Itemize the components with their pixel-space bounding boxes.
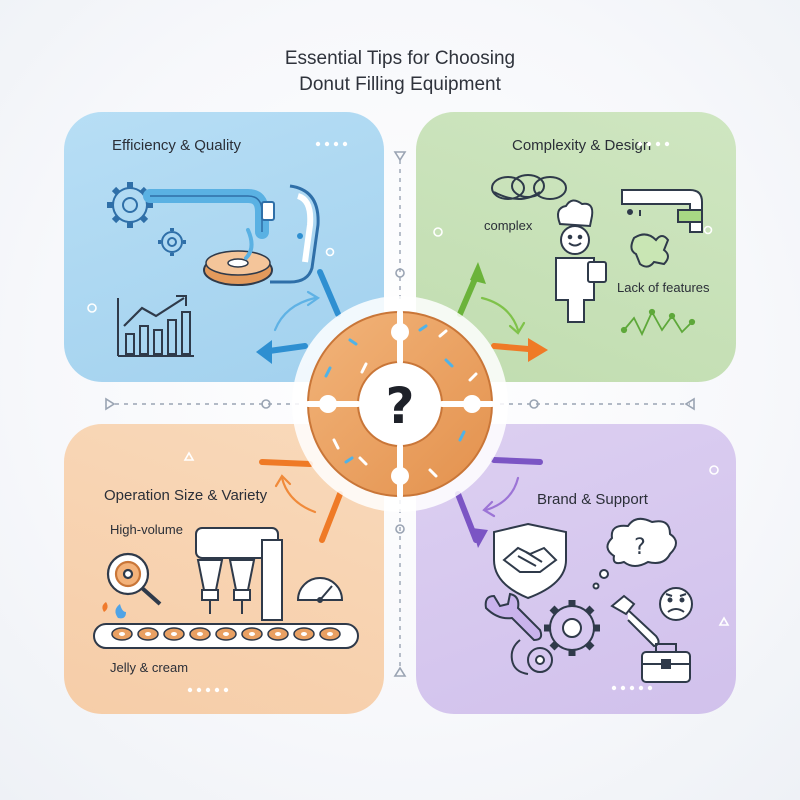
growth-chart-icon xyxy=(117,295,194,357)
label-lack-of-features: Lack of features xyxy=(617,280,710,295)
conveyor-belt-icon xyxy=(93,602,359,649)
faucet-icon xyxy=(621,189,703,233)
handshake-shield-icon xyxy=(493,522,567,600)
curved-arrow-icon xyxy=(480,296,520,332)
curved-arrows xyxy=(273,290,526,518)
sad-face-icon xyxy=(659,587,693,621)
thought-question-icon xyxy=(592,517,677,590)
curved-arrow-icon xyxy=(484,476,520,512)
curved-arrow-icon xyxy=(280,476,317,514)
zigzag-line-icon xyxy=(620,308,696,337)
filling-machine-icon xyxy=(143,184,320,284)
chef-icon xyxy=(555,199,607,323)
tangled-knot-icon xyxy=(491,174,567,200)
question-mark: ? xyxy=(385,377,414,435)
quadrant-title-brand: Brand & Support xyxy=(537,491,648,508)
donut-puzzle-icon xyxy=(292,296,508,512)
guide-markers xyxy=(105,151,695,677)
dispenser-machine-icon xyxy=(195,527,283,621)
puzzle-piece-icon xyxy=(630,233,670,268)
magnifier-donut-icon xyxy=(106,552,162,606)
dot-marker xyxy=(395,524,405,534)
title-line-2: Donut Filling Equipment xyxy=(299,74,501,95)
quadrant-title-efficiency: Efficiency & Quality xyxy=(112,137,241,154)
triangle-marker-top xyxy=(393,151,407,162)
triangle-marker-right xyxy=(684,397,695,411)
label-complex: complex xyxy=(484,218,533,233)
wrench-gears-icon xyxy=(484,592,660,675)
thought-question-mark: ? xyxy=(634,535,646,560)
toolbox-icon xyxy=(641,643,691,683)
triangle-marker-bottom xyxy=(393,666,407,677)
dashed-guides xyxy=(115,160,690,668)
quadrant-title-complexity: Complexity & Design xyxy=(512,137,652,154)
gauge-icon xyxy=(296,577,344,603)
ray-tips xyxy=(256,262,548,548)
decor-shapes xyxy=(87,225,730,626)
triangle-marker-left xyxy=(105,397,116,411)
donut-icon xyxy=(203,228,273,286)
dot-marker xyxy=(395,268,405,278)
dot-marker xyxy=(529,399,539,409)
title-line-1: Essential Tips for Choosing xyxy=(284,48,516,69)
curved-arrow-icon xyxy=(273,296,317,332)
gears-icon xyxy=(107,182,186,256)
panel-dots xyxy=(187,141,670,693)
quadrant-title-operation: Operation Size & Variety xyxy=(104,487,268,504)
label-high-volume: High-volume xyxy=(110,522,183,537)
page-title: Essential Tips for Choosing Donut Fillin… xyxy=(0,46,800,98)
dot-marker xyxy=(261,399,271,409)
label-jelly-cream: Jelly & cream xyxy=(110,660,189,675)
